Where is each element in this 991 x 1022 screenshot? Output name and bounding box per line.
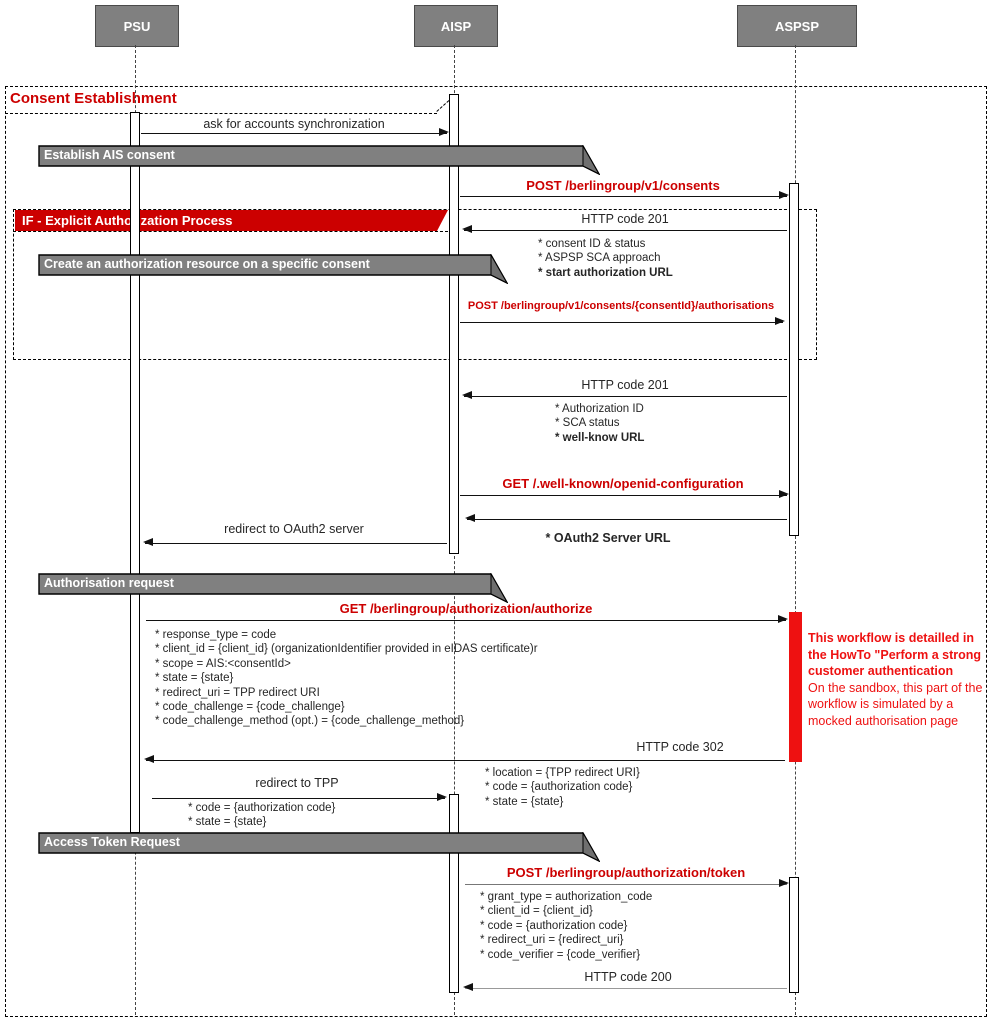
- http201-auth-details: * Authorization ID * SCA status * well-k…: [555, 402, 644, 445]
- detail-line: * client_id = {client_id}: [480, 905, 593, 918]
- consent-establishment-frame: [5, 86, 987, 1017]
- arrow-redirect-tpp: [152, 793, 447, 802]
- detail-line: * code_challenge_method (opt.) = {code_c…: [155, 715, 465, 728]
- arrow-wellknown-response: [465, 514, 787, 523]
- arrowhead: [778, 615, 788, 624]
- note-shape: [38, 572, 509, 604]
- get-authorize-params: * response_type = code * client_id = {cl…: [155, 628, 538, 729]
- note-shape: [38, 831, 601, 863]
- note-label: Access Token Request: [44, 835, 180, 849]
- if-banner: IF - Explicit Authorization Process: [15, 210, 448, 231]
- detail-line: * well-know URL: [555, 431, 645, 444]
- detail-line: * redirect_uri = {redirect_uri}: [480, 934, 624, 947]
- detail-line: * code_challenge = {code_challenge}: [155, 700, 345, 713]
- detail-line: * code = {authorization code}: [188, 802, 336, 814]
- arrowhead: [775, 317, 785, 326]
- detail-line: * state = {state}: [485, 795, 564, 808]
- note-establish-ais-consent: Establish AIS consent: [38, 144, 601, 176]
- detail-line: * SCA status: [555, 417, 620, 430]
- arrowhead: [439, 128, 449, 137]
- msg-redirect-tpp-label: redirect to TPP: [255, 776, 339, 790]
- arrowhead: [779, 490, 789, 499]
- aspsp-activation-2: [789, 877, 799, 993]
- redirect-tpp-details: * code = {authorization code} * state = …: [188, 801, 335, 830]
- msg-post-authorisations-label: POST /berlingroup/v1/consents/{consentId…: [467, 300, 775, 312]
- if-frame: [13, 209, 817, 360]
- arrow-redirect-oauth2: [143, 538, 447, 547]
- arrow-http201-auth: [462, 391, 787, 400]
- aisp-activation-1: [449, 94, 459, 554]
- arrow-http200: [463, 983, 787, 992]
- actor-aisp: AISP: [414, 5, 498, 47]
- detail-line: * grant_type = authorization_code: [480, 891, 653, 903]
- note-shape: [38, 253, 509, 285]
- arrow-get-authorize: [146, 615, 788, 624]
- actor-aspsp: ASPSP: [737, 5, 857, 47]
- note-label: Authorisation request: [44, 576, 174, 590]
- detail-line: * location = {TPP redirect URI}: [485, 767, 640, 779]
- msg-http200-label: HTTP code 200: [584, 970, 672, 984]
- detail-line: * state = {state}: [188, 816, 267, 829]
- arrow-post-consents: [460, 191, 789, 200]
- arrowhead: [779, 191, 789, 200]
- aspsp-activation-1: [789, 183, 799, 536]
- arrow-get-wellknown: [460, 490, 789, 499]
- msg-http302-label: HTTP code 302: [636, 740, 724, 754]
- actor-psu: PSU: [95, 5, 179, 47]
- arrowhead: [143, 538, 153, 547]
- arrowhead: [144, 755, 154, 764]
- http201-consent-details: * consent ID & status * ASPSP SCA approa…: [538, 237, 673, 280]
- note-create-authorization-resource: Create an authorization resource on a sp…: [38, 253, 509, 285]
- msg-post-consents-label: POST /berlingroup/v1/consents: [526, 178, 720, 193]
- arrow-ask-sync: [141, 128, 449, 137]
- detail-line: * Authorization ID: [555, 403, 644, 415]
- msg-get-authorize-label: GET /berlingroup/authorization/authorize: [339, 601, 593, 616]
- arrow-post-authorisations: [460, 317, 785, 326]
- side-note-normal-text: On the sandbox, this part of the workflo…: [808, 680, 983, 728]
- aisp-activation-2: [449, 794, 459, 993]
- detail-line: * state = {state}: [155, 672, 234, 685]
- detail-line: * code_verifier = {code_verifier}: [480, 948, 641, 961]
- detail-line: * response_type = code: [155, 629, 277, 641]
- msg-ask-sync-label: ask for accounts synchronization: [203, 117, 385, 131]
- detail-line: * consent ID & status: [538, 238, 646, 250]
- detail-line: * code = {authorization code}: [480, 919, 628, 932]
- psu-activation: [130, 112, 140, 833]
- arrowhead: [465, 514, 475, 523]
- note-shape: [38, 144, 601, 176]
- arrowhead: [437, 793, 447, 802]
- detail-line: * scope = AIS:<consentId>: [155, 657, 291, 670]
- arrowhead: [462, 391, 472, 400]
- frame-title: Consent Establishment: [10, 90, 177, 107]
- msg-http201-consent-label: HTTP code 201: [581, 212, 669, 226]
- note-access-token-request: Access Token Request: [38, 831, 601, 863]
- if-banner-separator: [13, 231, 448, 232]
- aspsp-activation-sca-red: [789, 612, 802, 762]
- http302-details: * location = {TPP redirect URI} * code =…: [485, 766, 640, 809]
- arrowhead: [462, 225, 472, 234]
- detail-line: * redirect_uri = TPP redirect URI: [155, 686, 320, 699]
- note-label: Create an authorization resource on a sp…: [44, 257, 370, 271]
- msg-get-wellknown-label: GET /.well-known/openid-configuration: [502, 476, 744, 491]
- note-label: Establish AIS consent: [44, 148, 175, 162]
- detail-line: * client_id = {client_id} (organizationI…: [155, 643, 538, 656]
- arrow-http302: [144, 755, 785, 764]
- arrowhead: [463, 983, 473, 992]
- sandbox-side-note: This workflow is detailled in the HowTo …: [808, 630, 988, 729]
- detail-line: * ASPSP SCA approach: [538, 252, 661, 265]
- frame-title-separator: [5, 113, 437, 114]
- msg-http201-auth-label: HTTP code 201: [581, 378, 669, 392]
- post-token-params: * grant_type = authorization_code * clie…: [480, 890, 652, 962]
- msg-oauth2-server-url-label: * OAuth2 Server URL: [545, 531, 671, 545]
- msg-post-token-label: POST /berlingroup/authorization/token: [506, 865, 746, 880]
- arrow-http201-consent: [462, 225, 787, 234]
- side-note-bold-text: This workflow is detailled in the HowTo …: [808, 631, 982, 678]
- arrowhead: [779, 879, 789, 888]
- note-authorisation-request: Authorisation request: [38, 572, 509, 604]
- msg-redirect-oauth2-label: redirect to OAuth2 server: [224, 522, 364, 536]
- detail-line: * start authorization URL: [538, 266, 673, 279]
- detail-line: * code = {authorization code}: [485, 781, 633, 794]
- arrow-post-token: [465, 879, 789, 888]
